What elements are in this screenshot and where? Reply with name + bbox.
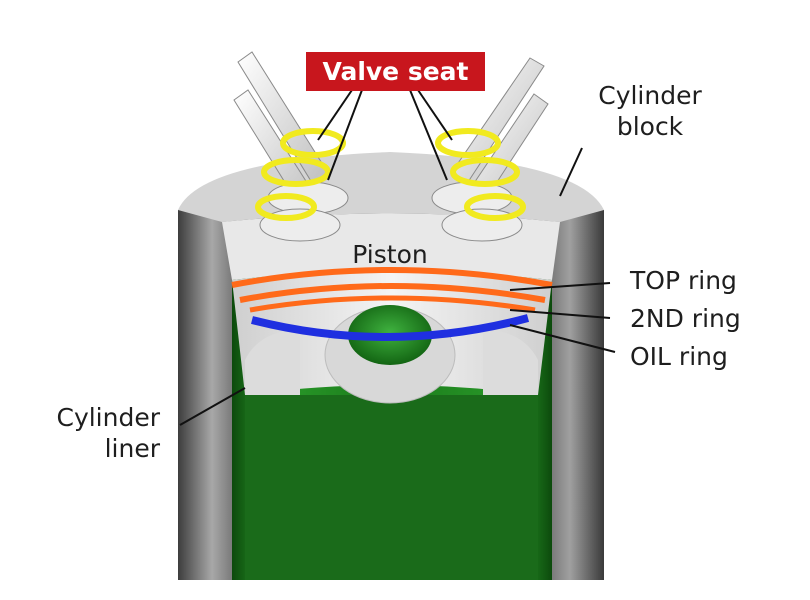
top-ring-label: TOP ring [630,266,737,295]
cylinder-block-label-line2: block [616,112,684,141]
cylinder-liner-label-line1: Cylinder [56,403,160,432]
oil-ring-label: OIL ring [630,342,728,371]
cylinder-liner-label: Cylinder liner [40,402,160,464]
valve-seat-rings [255,128,526,221]
cylinder-block-label: Cylinder block [590,80,710,142]
leader-lines [179,89,616,426]
valve-seat-label-badge: Valve seat [306,52,485,91]
oil-ring [251,314,530,341]
piston-label: Piston [352,240,428,269]
second-ring-inner [249,295,536,313]
cylinder-block-label-line1: Cylinder [598,81,702,110]
second-ring [239,283,546,303]
valve-seat-label: Valve seat [322,57,469,86]
cylinder-liner-label-line2: liner [104,434,160,463]
top-ring [231,267,553,288]
second-ring-label: 2ND ring [630,304,741,333]
